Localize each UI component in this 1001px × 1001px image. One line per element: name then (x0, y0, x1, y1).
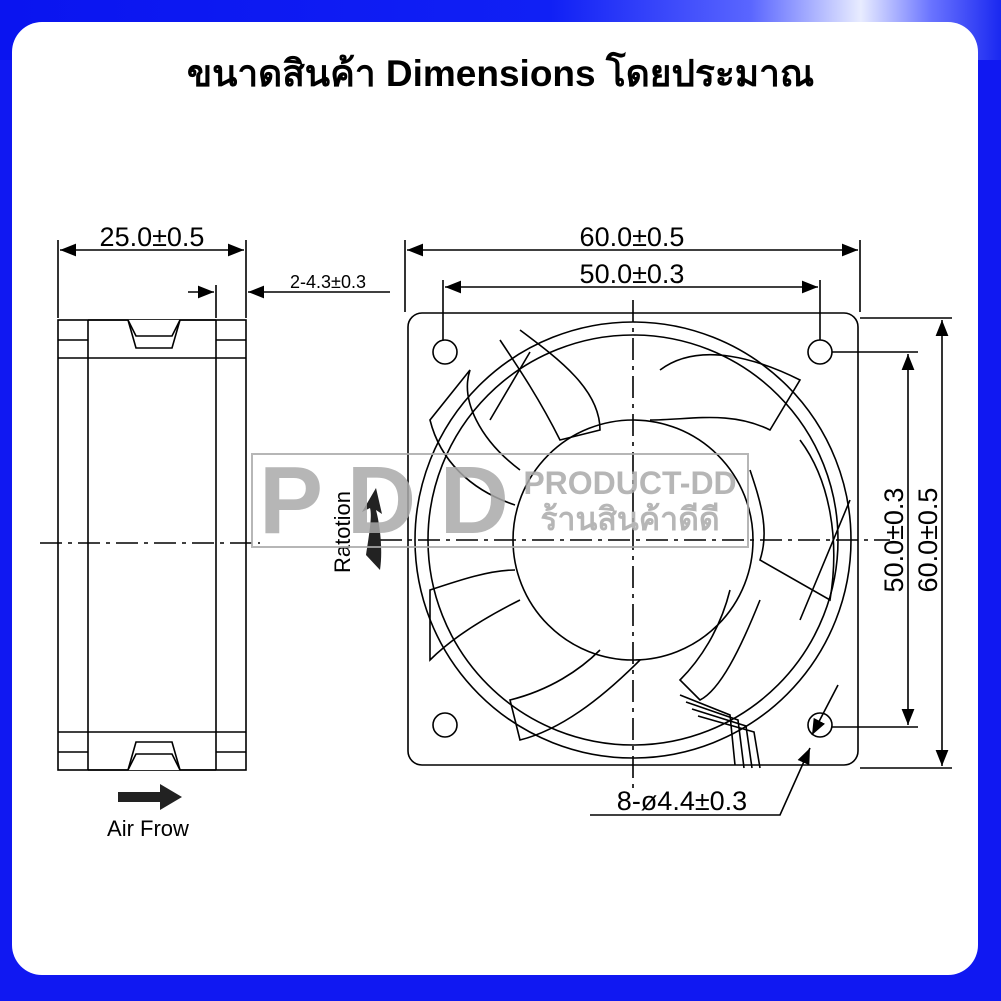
fan-wires (679, 694, 761, 769)
watermark: PDD PRODUCT-DD ร้านสินค้าดีดี (251, 447, 749, 554)
holes-label: 8-ø4.4±0.3 (617, 786, 747, 816)
airflow-label: Air Frow (107, 816, 189, 841)
hole-spacing-label: 50.0±0.3 (580, 259, 685, 289)
front-view (380, 240, 952, 816)
outer-height-label: 60.0±0.5 (913, 488, 943, 593)
fan-blades (429, 329, 851, 741)
page-title: ขนาดสินค้า Dimensions โดยประมาณ (186, 53, 815, 94)
side-hole-label: 2-4.3±0.3 (290, 272, 366, 292)
watermark-brand: PRODUCT-DD (523, 465, 736, 501)
rotation-arrow-icon (362, 488, 382, 570)
hole-spacing-vertical-label: 50.0±0.3 (879, 488, 909, 593)
side-view (40, 240, 390, 771)
side-width-label: 25.0±0.5 (100, 222, 205, 252)
watermark-logo: PDD (259, 447, 509, 554)
outer-width-label: 60.0±0.5 (580, 222, 685, 252)
content-panel (12, 22, 978, 975)
watermark-brand-thai: ร้านสินค้าดีดี (540, 501, 719, 537)
rotation-label: Ratotion (330, 491, 355, 573)
airflow-arrow-icon (118, 784, 182, 810)
